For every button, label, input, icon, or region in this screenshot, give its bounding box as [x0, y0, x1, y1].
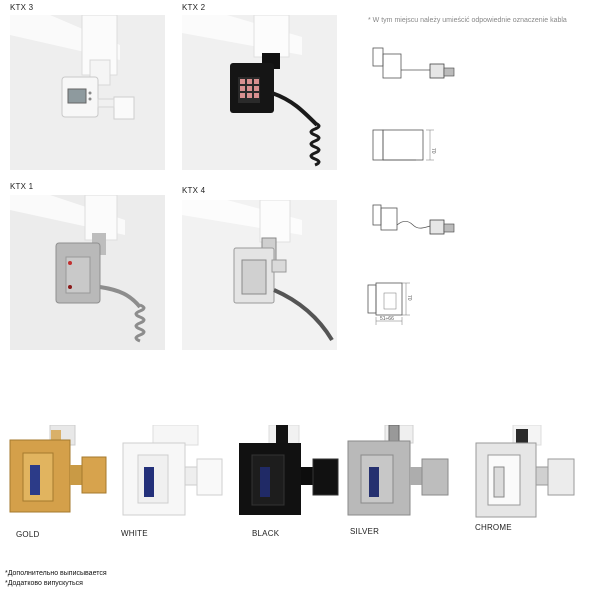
- variant-black: [234, 424, 344, 525]
- variant-label-black: BLACK: [252, 529, 280, 538]
- ktx3-photo: [10, 15, 165, 170]
- drawing-ktx3-cable: [368, 40, 463, 90]
- footnote-ru: *Дополнительно выписывается: [5, 570, 107, 577]
- dim-height-a: 70: [430, 148, 436, 154]
- variant-label-gold: GOLD: [16, 530, 40, 539]
- drawing-ktx2-dimensions: 70: [368, 120, 448, 170]
- variant-label-chrome: CHROME: [475, 523, 512, 532]
- variant-silver: [345, 424, 455, 525]
- drawing-ktx4-dimensions: 70 51÷66: [358, 275, 438, 335]
- ktx2-photo: [182, 15, 337, 170]
- cable-note: * W tym miejscu należy umieścić odpowied…: [368, 17, 567, 24]
- model-label-ktx3: KTX 3: [10, 3, 34, 12]
- dim-depth: 51÷66: [380, 316, 394, 322]
- variant-chrome: [468, 424, 580, 525]
- model-label-ktx4: KTX 4: [182, 186, 206, 195]
- variant-gold: [5, 424, 110, 525]
- variant-white: [118, 424, 228, 525]
- footnote-ua: *Додатково випускуться: [5, 580, 83, 587]
- dim-height-b: 70: [406, 295, 412, 301]
- ktx1-photo: [10, 195, 165, 350]
- model-label-ktx2: KTX 2: [182, 3, 206, 12]
- drawing-ktx1-cable: [368, 200, 463, 245]
- model-label-ktx1: KTX 1: [10, 182, 34, 191]
- variant-label-white: WHITE: [121, 529, 148, 538]
- ktx4-photo: [182, 200, 337, 350]
- variant-label-silver: SILVER: [350, 527, 380, 536]
